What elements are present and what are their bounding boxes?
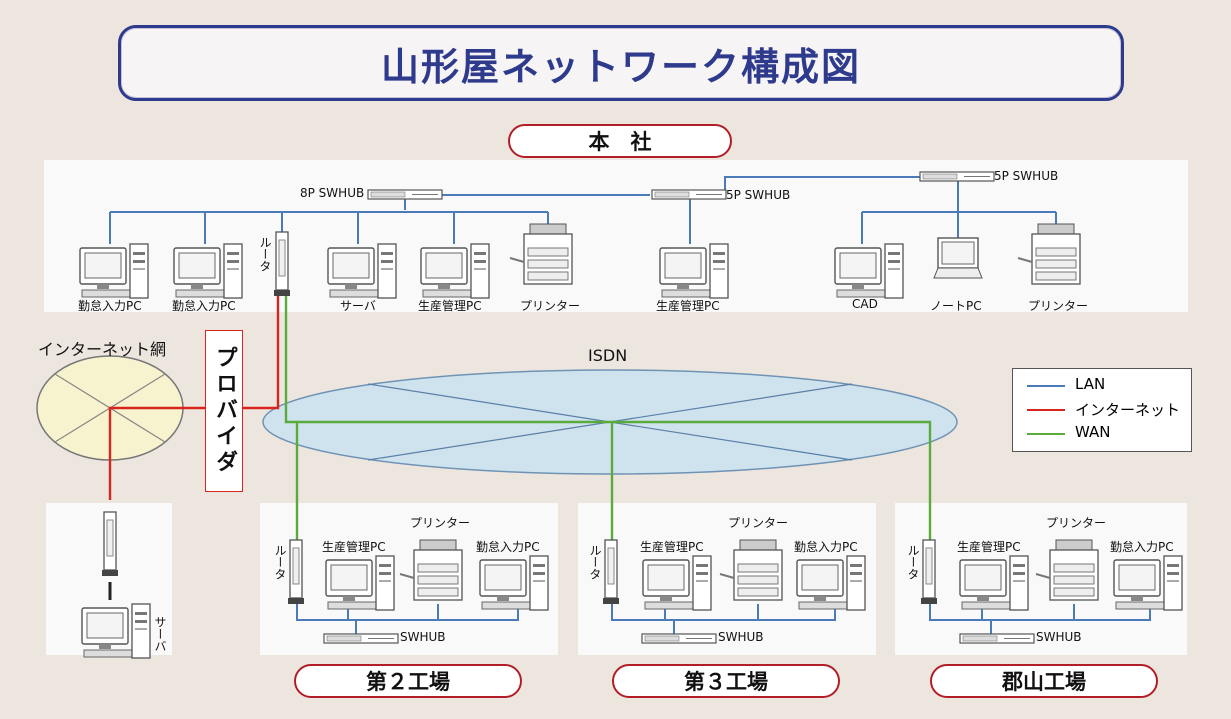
- provider-box: プロバイダ: [205, 330, 243, 492]
- pc-server: [327, 243, 397, 299]
- head-office-label-text: 本 社: [588, 130, 652, 154]
- printer-head-1: [509, 223, 573, 285]
- label-production-2: 生産管理PC: [656, 299, 720, 313]
- pc-attendance-2: [173, 243, 243, 299]
- hub-koriyama: [959, 633, 1035, 644]
- legend-internet-label: インターネット: [1075, 401, 1181, 419]
- internet-label: インターネット網: [38, 340, 167, 359]
- factory-3-label: 第３工場: [612, 664, 840, 698]
- f2-router-label: ルータ: [273, 544, 287, 580]
- hub-f3: [641, 633, 717, 644]
- f2-printer-label: プリンター: [410, 516, 471, 530]
- label-printer-1: プリンター: [520, 299, 581, 313]
- router-koriyama: [920, 539, 938, 605]
- f2-hub-label: SWHUB: [400, 630, 446, 644]
- router-head: [273, 231, 291, 297]
- f2-pc1-label: 生産管理PC: [322, 540, 386, 554]
- router-server-site: [101, 511, 119, 577]
- hub-f2: [323, 633, 399, 644]
- router-f2: [287, 539, 305, 605]
- koriyama-pc2-label: 勤怠入力PC: [1110, 540, 1174, 554]
- isdn-label: ISDN: [588, 346, 628, 365]
- label-server: サーバ: [340, 299, 376, 313]
- router-f3: [602, 539, 620, 605]
- f3-pc1-label: 生産管理PC: [640, 540, 704, 554]
- pc-production-1: [420, 243, 490, 299]
- f3-pc2-label: 勤怠入力PC: [794, 540, 858, 554]
- hub-5p-1-label: 5P SWHUB: [726, 188, 791, 202]
- pc-production-2: [659, 243, 729, 299]
- label-printer-2: プリンター: [1028, 299, 1089, 313]
- pc-cad: [834, 243, 904, 299]
- f3-router-label: ルータ: [588, 544, 602, 580]
- pc-koriyama-attendance: [1113, 555, 1183, 611]
- printer-head-2: [1017, 223, 1081, 285]
- f3-hub-label: SWHUB: [718, 630, 764, 644]
- pc-f2-production: [325, 555, 395, 611]
- factory-3-label-text: 第３工場: [684, 670, 768, 694]
- label-production-1: 生産管理PC: [418, 299, 482, 313]
- legend-wan-label: WAN: [1075, 423, 1111, 441]
- provider-label: プロバイダ: [212, 346, 237, 476]
- printer-f2: [399, 539, 463, 601]
- printer-koriyama: [1035, 539, 1099, 601]
- hub-8p-label: 8P SWHUB: [300, 186, 365, 200]
- koriyama-printer-label: プリンター: [1046, 516, 1107, 530]
- koriyama-hub-label: SWHUB: [1036, 630, 1082, 644]
- label-laptop: ノートPC: [930, 299, 982, 313]
- label-cad: CAD: [852, 297, 878, 311]
- title-box: 山形屋ネットワーク構成図: [118, 25, 1124, 101]
- f2-pc2-label: 勤怠入力PC: [476, 540, 540, 554]
- label-router-head: ルータ: [258, 236, 272, 272]
- server-site-pc: [81, 603, 151, 659]
- wan-lines: [284, 296, 932, 540]
- pc-koriyama-production: [959, 555, 1029, 611]
- server-site-label: サーバ: [153, 616, 167, 652]
- legend-internet-swatch: [1027, 409, 1065, 411]
- factory-koriyama-label: 郡山工場: [930, 664, 1158, 698]
- factory-2-label: 第２工場: [294, 664, 522, 698]
- label-attendance-2: 勤怠入力PC: [172, 299, 236, 313]
- koriyama-pc1-label: 生産管理PC: [957, 540, 1021, 554]
- factory-2-label-text: 第２工場: [366, 670, 450, 694]
- pc-f3-attendance: [796, 555, 866, 611]
- pc-f2-attendance: [479, 555, 549, 611]
- printer-f3: [719, 539, 783, 601]
- hub-5p-2: [919, 171, 995, 182]
- laptop: [933, 237, 983, 279]
- pc-attendance-1: [79, 243, 149, 299]
- head-office-label: 本 社: [508, 124, 732, 158]
- hub-5p-1: [651, 189, 727, 200]
- hub-5p-2-label: 5P SWHUB: [994, 169, 1059, 183]
- f3-printer-label: プリンター: [728, 516, 789, 530]
- internet-lines: [108, 296, 280, 500]
- hub-8p: [367, 189, 443, 200]
- koriyama-router-label: ルータ: [906, 544, 920, 580]
- pc-f3-production: [642, 555, 712, 611]
- legend-wan-swatch: [1027, 433, 1065, 435]
- head-office-lan-lines: [109, 176, 1057, 244]
- legend: LAN インターネット WAN: [1012, 368, 1192, 452]
- page-title: 山形屋ネットワーク構成図: [380, 44, 861, 89]
- factory-koriyama-label-text: 郡山工場: [1002, 670, 1086, 694]
- legend-lan-label: LAN: [1075, 375, 1106, 393]
- label-attendance-1: 勤怠入力PC: [78, 299, 142, 313]
- legend-lan-swatch: [1027, 385, 1065, 387]
